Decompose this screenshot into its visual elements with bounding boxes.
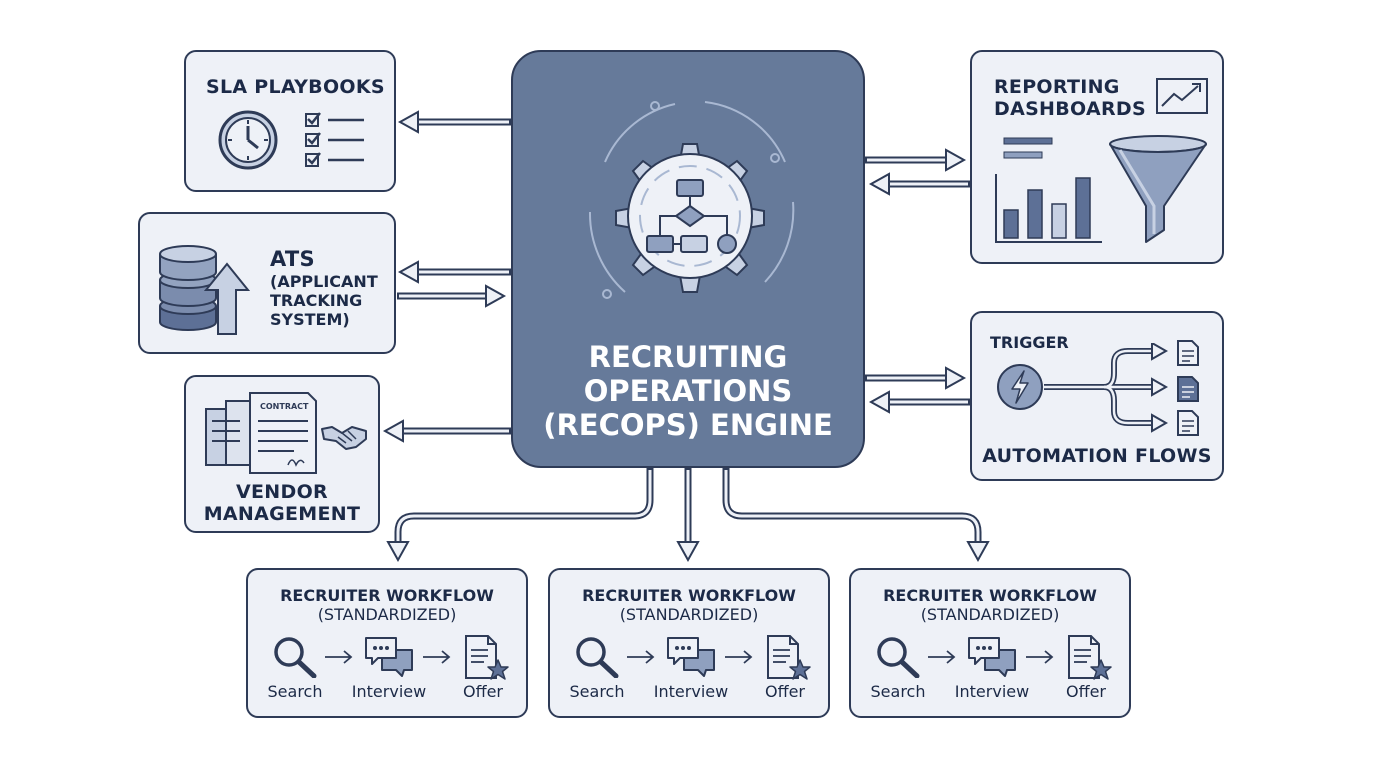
ats-subtitle: (APPLICANT TRACKING SYSTEM) [270,272,378,329]
offer-document-icon [767,635,811,680]
step-label-offer: Offer [462,682,504,701]
arrow-to-workflow-3 [722,468,990,563]
search-icon [274,637,317,678]
branch-arrows [1044,343,1169,433]
workflow-title: RECRUITER WORKFLOW(STANDARDIZED) [280,586,494,624]
arrow-right-icon [627,650,655,664]
arrow-to-workflow-1 [386,468,654,563]
handshake-icon [321,426,367,450]
search-icon [877,637,920,678]
step-label-interview: Interview [954,682,1030,701]
arrow-to-ats [397,260,511,284]
chat-icon [365,637,413,677]
arrow-to-reporting [865,148,967,172]
ats-box: ATS (APPLICANT TRACKING SYSTEM) [138,212,396,354]
arrow-from-reporting [868,172,970,196]
step-label-offer: Offer [1065,682,1107,701]
workflow-title: RECRUITER WORKFLOW(STANDARDIZED) [582,586,796,624]
vendor-management-box: CONTRACT VENDOR MANAGEMENT [184,375,380,533]
step-label-search: Search [870,682,926,701]
arrow-right-icon [928,650,956,664]
funnel-icon [1109,135,1207,243]
arrow-from-ats [397,284,507,308]
arrow-right-icon [1026,650,1054,664]
step-label-offer: Offer [764,682,806,701]
clock-icon [218,110,278,170]
arrow-from-automation [868,390,970,414]
vendor-title: VENDOR MANAGEMENT [203,481,361,525]
checklist-icon [305,112,364,167]
arrow-right-icon [325,650,353,664]
contract-label: CONTRACT [260,402,309,411]
sla-playbooks-box: SLA PLAYBOOKS [184,50,396,192]
arrow-right-icon [725,650,753,664]
automation-flows-box: TRIGGER AUTOMATION FLOWS [970,311,1224,481]
gear-icon [588,101,795,299]
arrow-to-sla [397,110,511,134]
chat-icon [968,637,1016,677]
lightning-icon [997,364,1043,410]
document-icon [1177,410,1199,436]
workflow-title: RECRUITER WORKFLOW(STANDARDIZED) [883,586,1097,624]
automation-title: AUTOMATION FLOWS [982,445,1212,467]
trend-chart-icon [1156,78,1208,114]
recruiter-workflow-box-1: RECRUITER WORKFLOW(STANDARDIZED) Search … [246,568,528,718]
document-icon [1177,340,1199,366]
chat-icon [667,637,715,677]
bar-chart-icon [995,137,1102,243]
step-label-search: Search [569,682,625,701]
arrow-to-vendor [382,419,511,443]
arrow-to-workflow-2 [676,468,700,563]
search-icon [576,637,619,678]
step-label-search: Search [267,682,323,701]
arrow-right-icon [423,650,451,664]
trigger-label: TRIGGER [990,333,1069,352]
recruiter-workflow-box-2: RECRUITER WORKFLOW(STANDARDIZED) Search … [548,568,830,718]
reporting-title: REPORTING DASHBOARDS [994,76,1146,120]
database-icon [159,245,217,331]
sla-title: SLA PLAYBOOKS [206,76,385,98]
ats-title: ATS [270,247,315,271]
offer-document-icon [465,635,509,680]
upload-arrow-icon [204,262,250,335]
step-label-interview: Interview [351,682,427,701]
recruiter-workflow-box-3: RECRUITER WORKFLOW(STANDARDIZED) Search … [849,568,1131,718]
recops-engine-panel: RECRUITING OPERATIONS (RECOPS) ENGINE [511,50,865,468]
document-icon [1177,376,1199,402]
contract-icon: CONTRACT [205,392,317,474]
reporting-dashboards-box: REPORTING DASHBOARDS [970,50,1224,264]
engine-title: RECRUITING OPERATIONS (RECOPS) ENGINE [543,340,833,442]
arrow-to-automation [865,366,967,390]
offer-document-icon [1068,635,1112,680]
step-label-interview: Interview [653,682,729,701]
